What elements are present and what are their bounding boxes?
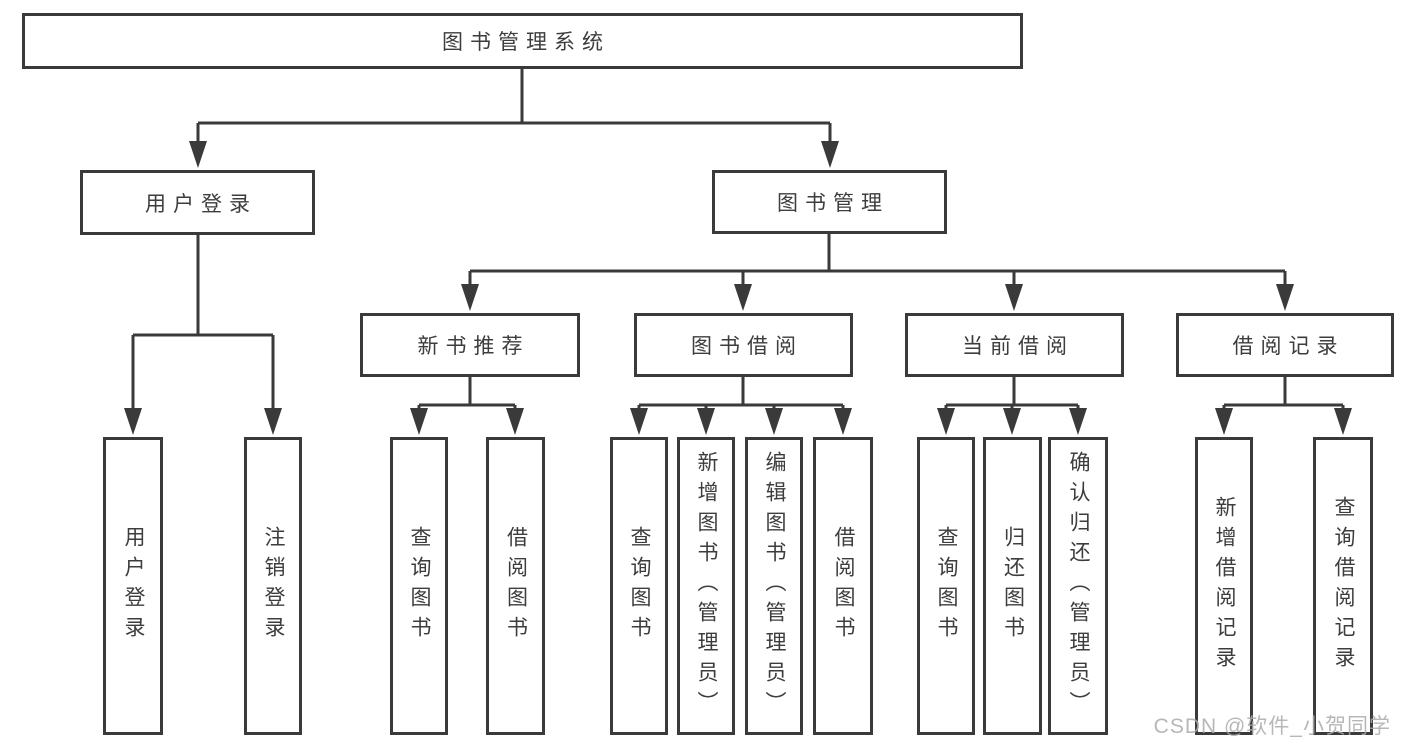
node-label: 查询图书 — [408, 526, 431, 646]
arrow-icon — [1334, 408, 1352, 435]
leaf-cb-query-book: 查询图书 — [917, 437, 975, 735]
node-label: 注销登录 — [262, 526, 285, 646]
node-current-borrow: 当前借阅 — [905, 313, 1124, 377]
leaf-bb-query-book: 查询图书 — [610, 437, 668, 735]
connector-root-branch — [196, 69, 832, 143]
arrow-icon — [937, 408, 955, 435]
arrow-icon — [461, 284, 479, 311]
connector-bookmgmt-branch — [468, 234, 1287, 286]
watermark: CSDN @软件_小贺同学 — [1153, 715, 1391, 738]
node-label: 新增图书（管理员） — [695, 451, 718, 721]
node-book-borrow: 图书借阅 — [634, 313, 853, 377]
leaf-user-login: 用户登录 — [103, 437, 163, 735]
leaf-br-add-record: 新增借阅记录 — [1195, 437, 1253, 735]
node-label: 图书管理 — [777, 192, 889, 215]
arrow-icon — [630, 408, 648, 435]
arrow-icon — [410, 408, 428, 435]
arrow-icon — [124, 408, 142, 435]
arrow-icon — [1005, 284, 1023, 311]
node-label: 新增借阅记录 — [1213, 496, 1236, 676]
arrow-icon — [821, 141, 839, 168]
arrow-icon — [189, 141, 207, 168]
node-label: 归还图书 — [1001, 526, 1025, 646]
node-label: 图书管理系统 — [442, 31, 610, 54]
leaf-rec-query-book: 查询图书 — [390, 437, 448, 735]
node-user-login: 用户登录 — [80, 170, 315, 235]
arrow-icon — [1069, 408, 1087, 435]
node-label: 查询图书 — [935, 526, 958, 646]
node-label: 查询图书 — [628, 526, 651, 646]
connector-newbook-branch — [417, 377, 517, 411]
leaf-bb-edit-book-admin: 编辑图书（管理员） — [745, 437, 803, 735]
connector-borrow-branch — [637, 377, 845, 411]
arrow-icon — [1276, 284, 1294, 311]
arrow-icon — [834, 408, 852, 435]
node-label: 借阅记录 — [1232, 335, 1345, 358]
leaf-bb-borrow-book: 借阅图书 — [813, 437, 873, 735]
arrow-icon — [506, 408, 524, 435]
leaf-bb-add-book-admin: 新增图书（管理员） — [677, 437, 735, 735]
node-book-management: 图书管理 — [712, 170, 947, 234]
node-label: 新书推荐 — [417, 335, 530, 358]
node-label: 图书借阅 — [691, 335, 803, 358]
node-label: 借阅图书 — [504, 526, 528, 646]
leaf-logout: 注销登录 — [244, 437, 302, 735]
leaf-br-query-record: 查询借阅记录 — [1313, 437, 1373, 735]
node-label: 用户登录 — [122, 526, 145, 646]
connector-records-branch — [1222, 377, 1345, 411]
connector-current-branch — [944, 377, 1080, 411]
connector-userlogin-branch — [131, 235, 275, 410]
node-label: 查询借阅记录 — [1332, 496, 1355, 676]
arrow-icon — [697, 408, 715, 435]
leaf-cb-return-book: 归还图书 — [983, 437, 1042, 735]
leaf-cb-confirm-return-admin: 确认归还（管理员） — [1048, 437, 1108, 735]
node-label: 用户登录 — [145, 192, 257, 216]
leaf-rec-borrow-book: 借阅图书 — [486, 437, 545, 735]
node-borrow-records: 借阅记录 — [1176, 313, 1394, 377]
arrow-icon — [1215, 408, 1233, 435]
arrowheads — [124, 141, 1352, 435]
arrow-icon — [264, 408, 282, 435]
node-label: 借阅图书 — [832, 526, 855, 646]
node-library-system: 图书管理系统 — [22, 13, 1023, 69]
arrow-icon — [734, 284, 752, 311]
node-label: 编辑图书（管理员） — [763, 451, 786, 721]
arrow-icon — [1003, 408, 1021, 435]
node-label: 当前借阅 — [962, 335, 1074, 358]
node-new-book-recommend: 新书推荐 — [360, 313, 580, 377]
arrow-icon — [765, 408, 783, 435]
node-label: 确认归还（管理员） — [1067, 451, 1090, 721]
